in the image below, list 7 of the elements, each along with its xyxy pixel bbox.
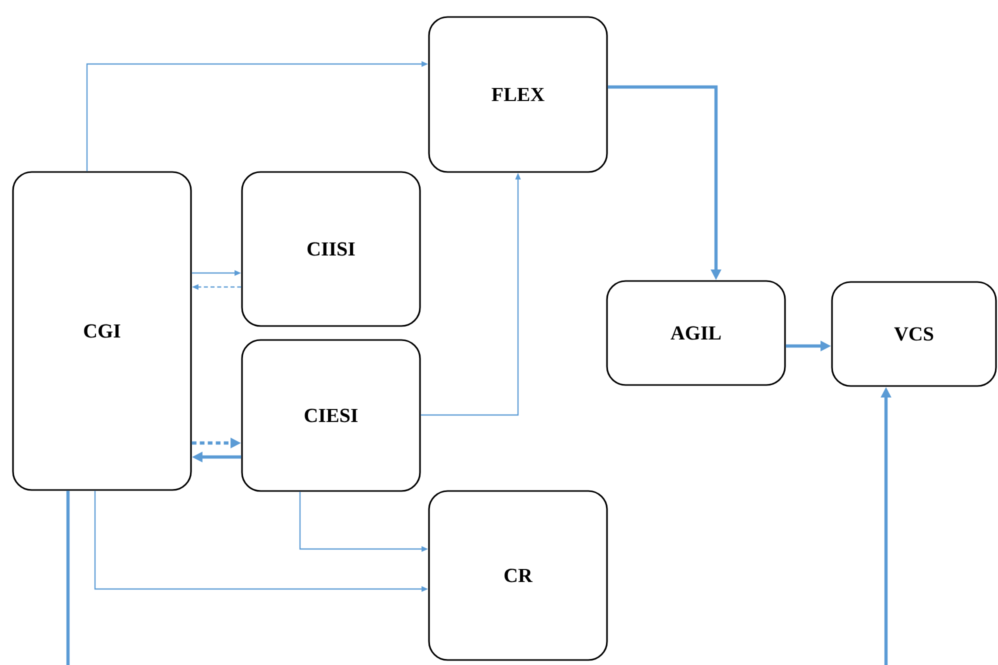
process-box: CIESI bbox=[241, 339, 421, 492]
process-box: CR bbox=[428, 490, 608, 661]
process-box: CGI bbox=[12, 171, 192, 491]
process-box: VCS bbox=[831, 281, 997, 387]
process-box: AGIL bbox=[606, 280, 786, 386]
process-box: FLEX bbox=[428, 16, 608, 173]
process-box: CIISI bbox=[241, 171, 421, 327]
